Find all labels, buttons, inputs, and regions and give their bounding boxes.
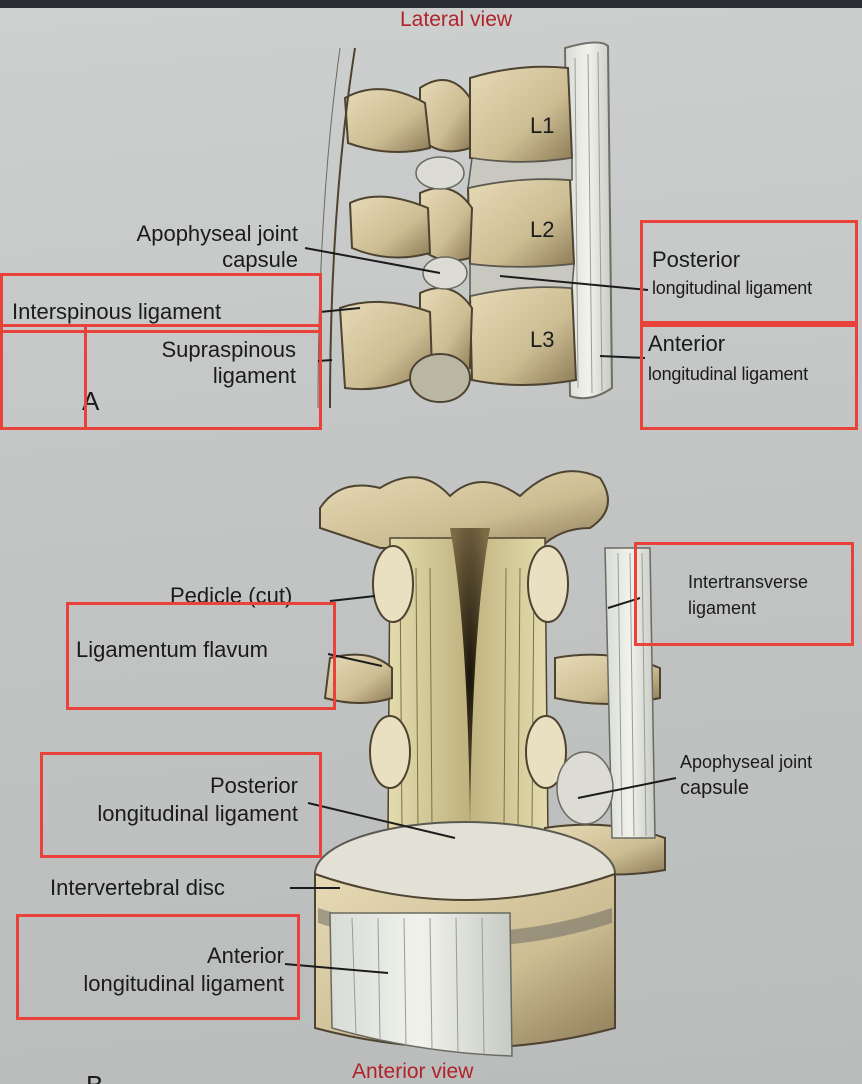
apophyseal-joint-label-line2: capsule [222,247,298,272]
highlight-box-posterior-longitudinal-b [40,752,322,858]
highlight-box-posterior-longitudinal-a [640,220,858,324]
lateral-view-title: Lateral view [400,8,513,31]
anterior-longitudinal-label-line2: longitudinal ligament [648,364,808,384]
vertebra-label-l3: L3 [530,327,555,352]
posterior-longitudinal-b-label-line1: Posterior [209,773,298,798]
anterior-longitudinal-b-label-line1: Anterior [206,943,284,968]
anterior-longitudinal-b-label-line2: longitudinal ligament [83,971,284,996]
intervertebral-disc-label: Intervertebral disc [50,875,225,900]
supraspinous-label-line2: ligament [212,363,296,388]
intertransverse-label-line2: ligament [688,598,757,618]
interspinous-ligament-label: Interspinous ligament [12,299,222,324]
apophyseal-joint-b-label-line2: capsule [680,777,749,799]
apophyseal-joint-label-line1: Apophyseal joint [136,221,298,246]
ligamentum-flavum-label: Ligamentum flavum [76,637,268,662]
apophyseal-joint-b-label-line1: Apophyseal joint [680,752,813,772]
intertransverse-label-line1: Intertransverse [688,572,809,592]
anterior-longitudinal-label-line1: Anterior [648,331,726,356]
supraspinous-label-line1: Supraspinous [161,337,296,362]
highlight-box-interspinous [0,273,322,333]
highlight-box-supraspinous [84,324,322,430]
book-page: Lateral view L1 L2 L3 Apophyseal joint c… [0,8,862,1084]
panel-letter-b: B [86,1070,103,1084]
lateral-view-drawing [304,41,649,409]
vertebra-label-l2: L2 [530,217,555,242]
highlight-box-anterior-longitudinal-a [640,324,858,430]
posterior-longitudinal-label-line1: Posterior [652,247,741,272]
vertebra-label-l1: L1 [530,113,555,138]
spine-illustration [284,41,677,1057]
highlight-box-intertransverse [634,542,854,646]
highlight-box-left-edge [0,324,92,430]
posterior-longitudinal-b-label-line2: longitudinal ligament [97,801,298,826]
anterior-view-title: Anterior view [352,1060,474,1083]
anterior-view-drawing [284,470,677,1057]
posterior-longitudinal-label-line2: longitudinal ligament [652,278,812,298]
highlight-box-anterior-longitudinal-b [16,914,300,1020]
highlight-box-ligamentum-flavum [66,602,336,710]
